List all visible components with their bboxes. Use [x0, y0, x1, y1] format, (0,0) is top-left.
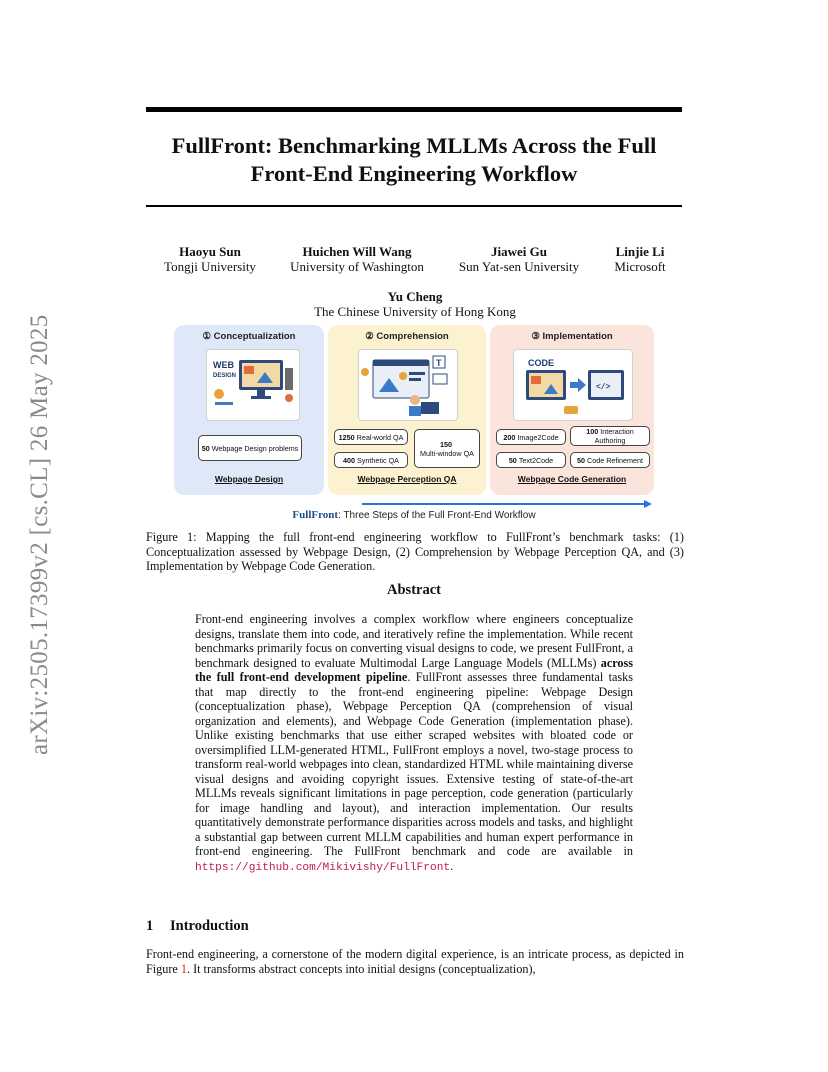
author-block: Huichen Will Wang University of Washingt…: [282, 244, 432, 274]
abstract-heading: Abstract: [387, 582, 441, 598]
author-block: Jiawei Gu Sun Yat-sen University: [450, 244, 588, 274]
svg-text:CODE: CODE: [528, 358, 554, 368]
author-affiliation: The Chinese University of Hong Kong: [314, 304, 516, 319]
perception-illustration: T: [358, 349, 458, 421]
web-design-illustration: WEB DESIGN: [206, 349, 300, 421]
author-name: Jiawei Gu: [491, 244, 547, 259]
abstract-body: Front-end engineering involves a complex…: [195, 612, 633, 874]
svg-text:</>: </>: [596, 383, 611, 392]
arxiv-identifier: arXiv:2505.17399v2 [cs.CL] 26 May 2025: [26, 314, 53, 755]
section-heading: 1 Introduction: [146, 918, 249, 935]
code-illustration: CODE </>: [513, 349, 633, 421]
author-block: Yu Cheng The Chinese University of Hong …: [290, 289, 540, 319]
title-line-1: FullFront: Benchmarking MLLMs Across the…: [171, 133, 657, 158]
panel-footer: Webpage Code Generation: [517, 474, 627, 484]
author-name: Linjie Li: [615, 244, 665, 259]
svg-text:T: T: [436, 358, 442, 368]
workflow-caption-text: : Three Steps of the Full Front-End Work…: [338, 510, 536, 521]
author-block: Linjie Li Microsoft: [604, 244, 676, 274]
workflow-arrow: [362, 500, 652, 508]
panel-heading: ③ Implementation: [531, 331, 613, 342]
author-affiliation: Tongji University: [164, 259, 256, 274]
title-bottom-rule: [146, 205, 682, 207]
author-block: Haoyu Sun Tongji University: [150, 244, 270, 274]
arxiv-side-stamp: arXiv:2505.17399v2 [cs.CL] 26 May 2025: [26, 285, 56, 755]
fullfront-brand: FullFront: [292, 509, 339, 521]
author-name: Yu Cheng: [387, 289, 443, 304]
panel-footer: Webpage Design: [214, 474, 284, 484]
panel-footer: Webpage Perception QA: [357, 474, 457, 484]
author-affiliation: Sun Yat-sen University: [458, 259, 580, 274]
author-name: Huichen Will Wang: [302, 244, 412, 259]
svg-text:WEB: WEB: [213, 360, 234, 370]
panel-heading: ② Comprehension: [365, 331, 449, 342]
panel-heading: ① Conceptualization: [202, 331, 296, 342]
section-title: Introduction: [170, 918, 249, 934]
paper-title: FullFront: Benchmarking MLLMs Across the…: [146, 132, 682, 188]
abstract-emphasis: across the full front-end development pi…: [195, 655, 633, 685]
author-name: Haoyu Sun: [179, 244, 241, 259]
section-number: 1: [146, 918, 154, 934]
figure-reference-link[interactable]: 1: [180, 961, 187, 976]
title-top-rule: [146, 107, 682, 112]
intro-paragraph: Front-end engineering, a cornerstone of …: [146, 947, 684, 976]
title-line-2: Front-End Engineering Workflow: [250, 161, 578, 186]
svg-text:DESIGN: DESIGN: [213, 373, 236, 379]
author-affiliation: Microsoft: [614, 259, 666, 274]
workflow-caption: FullFront: Three Steps of the Full Front…: [172, 509, 656, 521]
author-affiliation: University of Washington: [290, 259, 424, 274]
github-link[interactable]: https://github.com/Mikivishy/FullFront: [195, 861, 451, 874]
figure-caption: Figure 1: Mapping the full front-end eng…: [146, 530, 684, 574]
